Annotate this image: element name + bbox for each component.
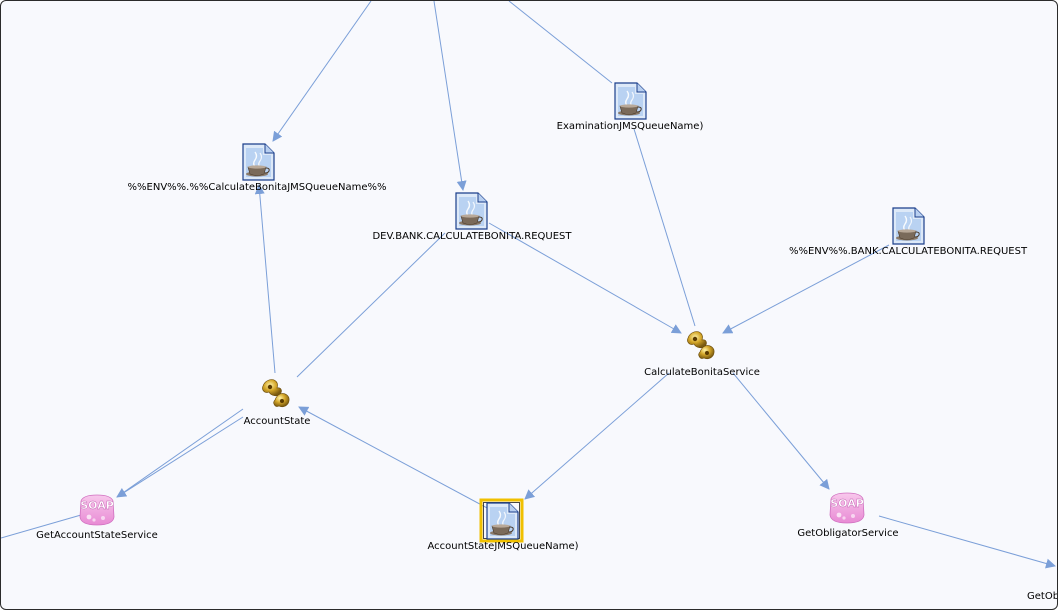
- selection-highlight: [479, 498, 524, 543]
- edge-account-state-to-dev-calc-queue: [296, 232, 446, 378]
- jms-queue-icon: [455, 192, 488, 230]
- edge-offscreen-to-exam-queue: [508, 1, 613, 84]
- jms-queue-icon: [242, 143, 275, 181]
- soap-icon: [79, 494, 115, 526]
- node-label: ExaminationJMSQueueName): [557, 121, 704, 132]
- node-label: CalculateBonitaService: [644, 367, 760, 378]
- edge-offscreen-to-get-account: [1, 514, 82, 539]
- node-env-bank-calc-queue[interactable]: %%ENV%%.BANK.CALCULATEBONITA.REQUEST: [789, 207, 1028, 257]
- edge-calc-service-to-obligator: [732, 372, 830, 490]
- node-calc-bonita-service[interactable]: CalculateBonitaService: [644, 331, 760, 378]
- edge-exam-to-calc-service: [633, 128, 696, 327]
- node-label: %%ENV%%.%%CalculateBonitaJMSQueueName%%: [128, 182, 387, 193]
- node-get-obligator-soap[interactable]: GetObligatorService: [797, 492, 899, 539]
- node-account-state-queue[interactable]: AccountStateJMSQueueName): [427, 498, 579, 552]
- node-label: GetObligatorService: [797, 528, 898, 539]
- edge-dev-calc-to-calc-service: [488, 222, 682, 334]
- edge-offscreen-to-env-calc-queue: [272, 1, 372, 142]
- node-get-account-state-soap[interactable]: GetAccountStateService: [36, 494, 158, 541]
- edge-group: [1, 1, 1056, 569]
- node-env-calc-queue[interactable]: %%ENV%%.%%CalculateBonitaJMSQueueName%%: [128, 143, 387, 193]
- jms-queue-icon: [892, 207, 925, 245]
- node-label: AccountState: [244, 416, 311, 427]
- node-dev-calc-queue[interactable]: DEV.BANK.CALCULATEBONITA.REQUEST: [372, 192, 572, 242]
- node-offscreen-partial[interactable]: GetObl: [1027, 591, 1058, 602]
- edge-account-queue-to-account-state: [298, 406, 490, 510]
- node-label: %%ENV%%.BANK.CALCULATEBONITA.REQUEST: [789, 246, 1028, 257]
- soap-icon: [829, 492, 865, 524]
- edge-get-account-to-account-state: [116, 408, 244, 498]
- edge-offscreen-to-dev-calc-queue: [433, 1, 467, 191]
- node-label: GetAccountStateService: [36, 530, 158, 541]
- node-label: AccountStateJMSQueueName): [427, 541, 578, 552]
- edge-calc-service-to-account-queue: [524, 372, 670, 500]
- service-gear-icon: [686, 331, 715, 360]
- edge-account-state-to-env-calc-queue: [254, 184, 276, 374]
- node-account-state-service[interactable]: AccountState: [244, 379, 311, 427]
- node-label: DEV.BANK.CALCULATEBONITA.REQUEST: [372, 231, 572, 242]
- jms-queue-icon: [614, 82, 647, 120]
- node-label: GetObl: [1027, 591, 1058, 602]
- edge-account-state-to-get-account: [116, 416, 244, 498]
- node-exam-queue[interactable]: ExaminationJMSQueueName): [557, 82, 704, 132]
- service-gear-icon: [261, 379, 290, 408]
- edge-env-bank-to-calc-service: [722, 244, 890, 334]
- jms-queue-icon: [486, 502, 519, 540]
- edge-obligator-to-offscreen: [878, 515, 1056, 569]
